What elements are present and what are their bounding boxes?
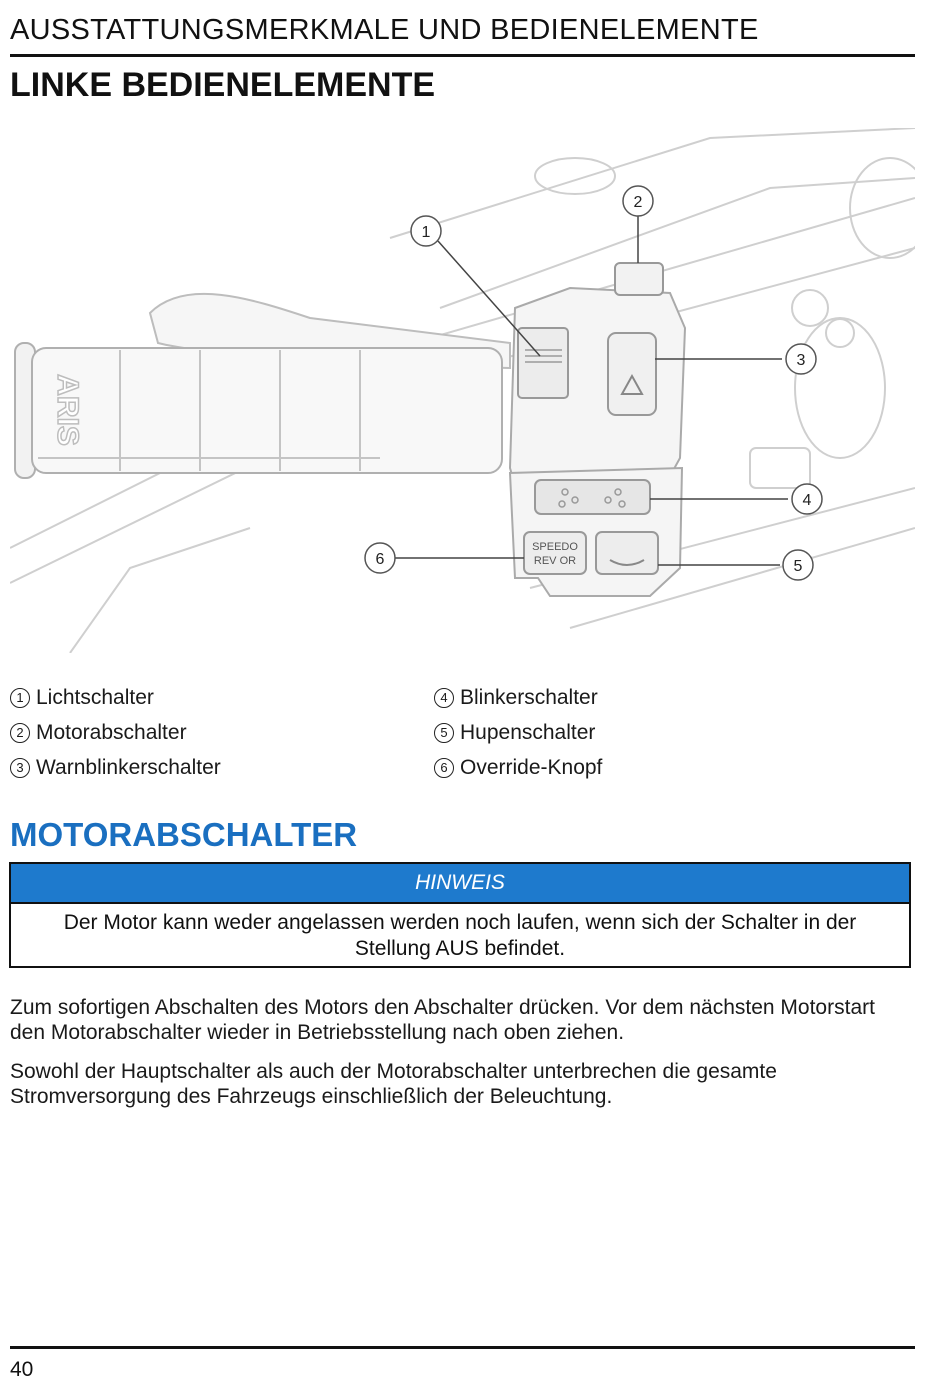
callout-6: 6 <box>376 551 385 568</box>
legend-item: 2 Motorabschalter <box>10 719 187 747</box>
notice-text: Der Motor kann weder angelassen werden n… <box>63 911 857 960</box>
subsection-title: MOTORABSCHALTER <box>10 816 358 853</box>
horn-button <box>595 531 659 575</box>
footer-rule <box>10 1346 915 1349</box>
legend-label: Motorabschalter <box>36 721 187 744</box>
notice-title: HINWEIS <box>11 864 909 904</box>
legend-label: Warnblinkerschalter <box>36 756 221 779</box>
paragraph: Sowohl der Hauptschalter als auch der Mo… <box>10 1060 777 1108</box>
indicator-switch <box>534 479 651 515</box>
override-speedo-label: SPEEDO <box>532 541 578 553</box>
horn-icon <box>609 559 645 566</box>
section-title: LINKE BEDIENELEMENTE <box>10 66 436 104</box>
grip-brand-text: ARIS <box>51 374 84 446</box>
header-title: AUSSTATTUNGSMERKMALE UND BEDIENELEMENTE <box>10 14 759 46</box>
callout-1: 1 <box>422 224 431 241</box>
callout-5: 5 <box>794 558 803 575</box>
legend-number: 1 <box>10 688 30 708</box>
paragraph: Zum sofortigen Abschalten des Motors den… <box>10 996 875 1044</box>
legend-number: 5 <box>434 723 454 743</box>
legend-item: 3 Warnblinkerschalter <box>10 754 221 782</box>
page-number: 40 <box>10 1358 34 1381</box>
legend-item: 4 Blinkerschalter <box>434 684 598 712</box>
light-switch <box>517 327 569 399</box>
handlebar-illustration: ARIS SPEEDO REV OR <box>9 127 931 654</box>
legend-label: Lichtschalter <box>36 686 154 709</box>
legend-number: 6 <box>434 758 454 778</box>
override-button <box>523 531 587 575</box>
legend-number: 2 <box>10 723 30 743</box>
legend-item: 6 Override-Knopf <box>434 754 602 782</box>
legend-label: Override-Knopf <box>460 756 603 779</box>
legend-number: 4 <box>434 688 454 708</box>
legend-number: 3 <box>10 758 30 778</box>
legend-label: Hupenschalter <box>460 721 596 744</box>
page-header: AUSSTATTUNGSMERKMALE UND BEDIENELEMENTE <box>10 10 915 57</box>
legend-label: Blinkerschalter <box>460 686 598 709</box>
callout-4: 4 <box>803 492 812 509</box>
legend-item: 1 Lichtschalter <box>10 684 154 712</box>
notice-box: HINWEIS Der Motor kann weder angelassen … <box>9 862 911 968</box>
override-rev-label: REV OR <box>534 555 576 567</box>
engine-stop-switch <box>614 262 664 296</box>
hazard-triangle-icon <box>620 373 644 395</box>
legend-item: 5 Hupenschalter <box>434 719 595 747</box>
callout-3: 3 <box>797 352 806 369</box>
callout-2: 2 <box>634 194 643 211</box>
handlebar-controls-figure: ARIS SPEEDO REV OR <box>9 127 931 654</box>
